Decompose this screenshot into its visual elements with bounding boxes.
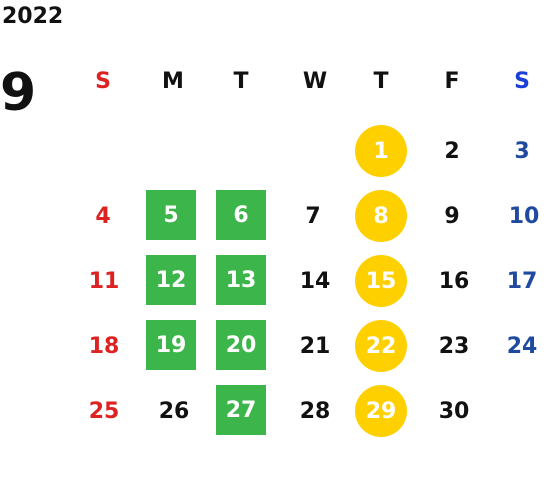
weekday-header-tue: T bbox=[233, 68, 249, 94]
weekday-header-thu: T bbox=[373, 68, 389, 94]
day-cell: 9 bbox=[444, 203, 460, 229]
weekday-header-mon: M bbox=[162, 68, 184, 94]
day-cell: 8 bbox=[355, 190, 407, 242]
day-cell: 24 bbox=[506, 333, 538, 359]
day-cell: 4 bbox=[95, 203, 111, 229]
day-cell: 29 bbox=[355, 385, 407, 437]
day-cell: 27 bbox=[216, 385, 266, 435]
day-cell: 18 bbox=[88, 333, 120, 359]
day-cell: 14 bbox=[299, 268, 331, 294]
day-cell: 20 bbox=[216, 320, 266, 370]
day-cell: 1 bbox=[355, 125, 407, 177]
weekday-header-wed: W bbox=[302, 68, 328, 94]
day-cell: 13 bbox=[216, 255, 266, 305]
day-cell: 19 bbox=[146, 320, 196, 370]
day-cell: 6 bbox=[216, 190, 266, 240]
day-cell: 12 bbox=[146, 255, 196, 305]
weekday-header-fri: F bbox=[444, 68, 460, 94]
day-cell: 2 bbox=[444, 138, 460, 164]
weekday-header-sat: S bbox=[514, 68, 530, 94]
day-cell: 23 bbox=[438, 333, 470, 359]
day-cell: 21 bbox=[299, 333, 331, 359]
day-cell: 3 bbox=[514, 138, 530, 164]
weekday-header-sun: S bbox=[95, 68, 111, 94]
day-cell: 16 bbox=[438, 268, 470, 294]
day-cell: 15 bbox=[355, 255, 407, 307]
day-cell: 28 bbox=[299, 398, 331, 424]
day-cell: 26 bbox=[158, 398, 190, 424]
year-label: 2022 bbox=[2, 4, 64, 29]
day-cell: 30 bbox=[438, 398, 470, 424]
day-cell: 22 bbox=[355, 320, 407, 372]
day-cell: 25 bbox=[88, 398, 120, 424]
day-cell: 7 bbox=[305, 203, 321, 229]
day-cell: 17 bbox=[506, 268, 538, 294]
day-cell: 11 bbox=[88, 268, 120, 294]
month-label: 9 bbox=[0, 63, 37, 123]
day-cell: 10 bbox=[508, 203, 540, 229]
day-cell: 5 bbox=[146, 190, 196, 240]
